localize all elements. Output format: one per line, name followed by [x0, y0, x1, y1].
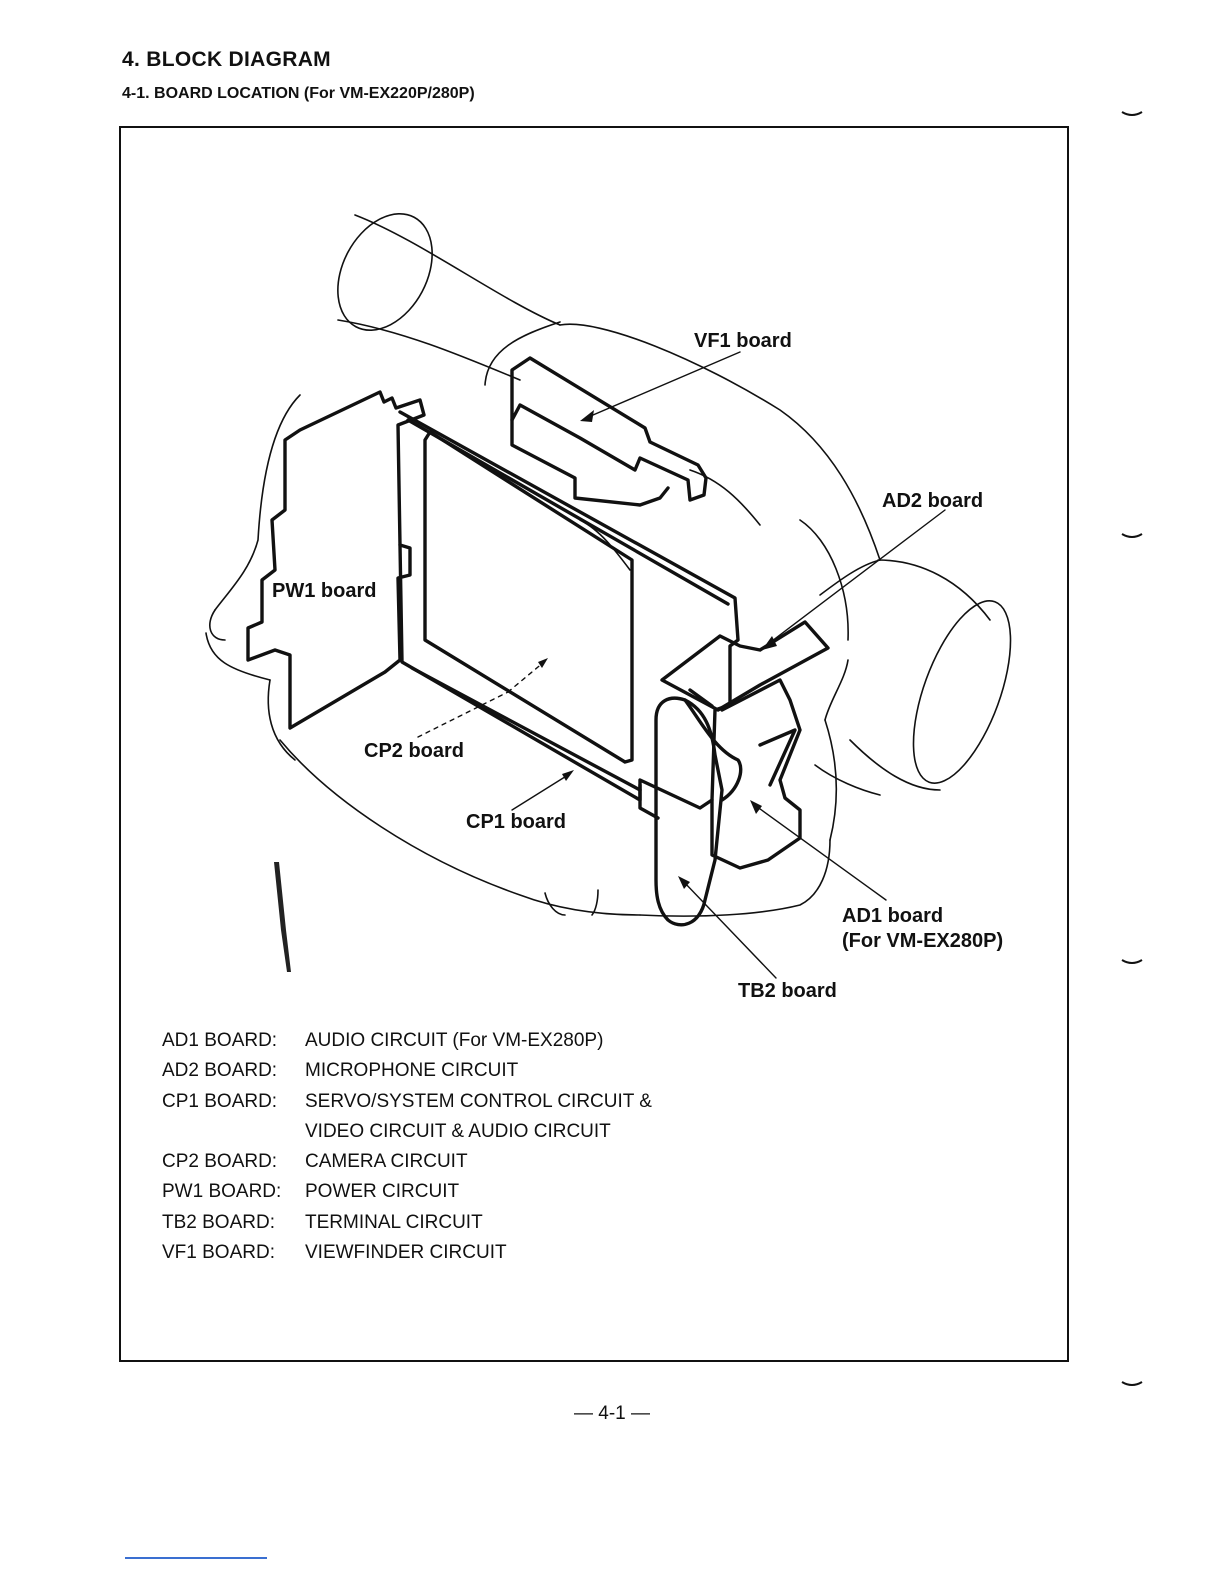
legend-value: MICROPHONE CIRCUIT — [305, 1060, 519, 1082]
legend-key: PW1 BOARD: — [162, 1181, 282, 1203]
legend-key: AD1 BOARD: — [162, 1030, 278, 1051]
legend-value: CAMERA CIRCUIT — [305, 1151, 468, 1173]
legend-key — [162, 1117, 305, 1147]
legend-row: VIDEO CIRCUIT & AUDIO CIRCUIT — [162, 1117, 652, 1147]
ad2-board-label: AD2 board — [882, 490, 984, 512]
legend-row: PW1 BOARD: POWER CIRCUIT — [162, 1177, 652, 1207]
camcorder-body-outline — [205, 213, 1012, 917]
cp2-board-label: CP2 board — [364, 740, 465, 762]
legend-key: TB2 BOARD: — [162, 1211, 275, 1233]
legend-key: CP2 BOARD: — [162, 1151, 278, 1173]
cp1-board-label: CP1 board — [466, 811, 567, 833]
binding-mark — [1121, 959, 1143, 964]
binding-mark — [1121, 533, 1143, 538]
vf1-board-label: VF1 board — [694, 330, 792, 352]
legend-value: TERMINAL CIRCUIT — [305, 1211, 483, 1233]
section-title: 4. BLOCK DIAGRAM — [122, 48, 331, 71]
binding-mark — [1121, 111, 1143, 116]
pw1-board-shape — [246, 390, 426, 730]
tb2-board-label: TB2 board — [738, 980, 837, 1002]
legend-value: POWER CIRCUIT — [305, 1181, 460, 1203]
footer-rule — [125, 1557, 267, 1559]
legend-row: AD2 BOARD: MICROPHONE CIRCUIT — [162, 1056, 652, 1086]
legend-key: VF1 BOARD: — [162, 1242, 275, 1264]
page-number: — 4-1 — — [573, 1403, 651, 1424]
legend-row: AD1 BOARD: AUDIO CIRCUIT (For VM-EX280P) — [162, 1026, 652, 1056]
legend-row: VF1 BOARD: VIEWFINDER CIRCUIT — [162, 1238, 652, 1268]
legend-value: VIDEO CIRCUIT & AUDIO CIRCUIT — [305, 1120, 611, 1142]
ad2-board-shape — [660, 620, 830, 712]
legend-value: AUDIO CIRCUIT (For VM-EX280P) — [305, 1030, 604, 1051]
leader-lines — [417, 351, 946, 979]
legend-row: TB2 BOARD: TERMINAL CIRCUIT — [162, 1208, 652, 1238]
ad1-board-note: (For VM-EX280P) — [842, 930, 1004, 952]
binding-mark — [1121, 1381, 1143, 1386]
pw1-board-label: PW1 board — [270, 579, 379, 603]
ad1-board-label: AD1 board — [842, 905, 944, 927]
legend-value: SERVO/SYSTEM CONTROL CIRCUIT & — [305, 1090, 652, 1112]
board-legend: AD1 BOARD:AUDIO CIRCUIT (For VM-EX280P) … — [162, 1026, 652, 1268]
legend-key: AD2 BOARD: — [162, 1060, 278, 1082]
ad1-board-shape — [710, 678, 802, 870]
arrowheads — [538, 410, 777, 889]
tb2-board-shape — [654, 696, 724, 927]
legend-row: CP2 BOARD: CAMERA CIRCUIT — [162, 1147, 652, 1177]
vf1-board-shape — [510, 356, 708, 502]
subsection-title: 4-1. BOARD LOCATION (For VM-EX220P/280P) — [122, 85, 475, 102]
diagram-frame — [119, 126, 1069, 1362]
legend-key: CP1 BOARD: — [162, 1090, 278, 1112]
legend-value: VIEWFINDER CIRCUIT — [305, 1242, 507, 1264]
legend-row: CP1 BOARD: SERVO/SYSTEM CONTROL CIRCUIT & — [162, 1087, 652, 1117]
scan-smudge-mark — [274, 862, 291, 972]
